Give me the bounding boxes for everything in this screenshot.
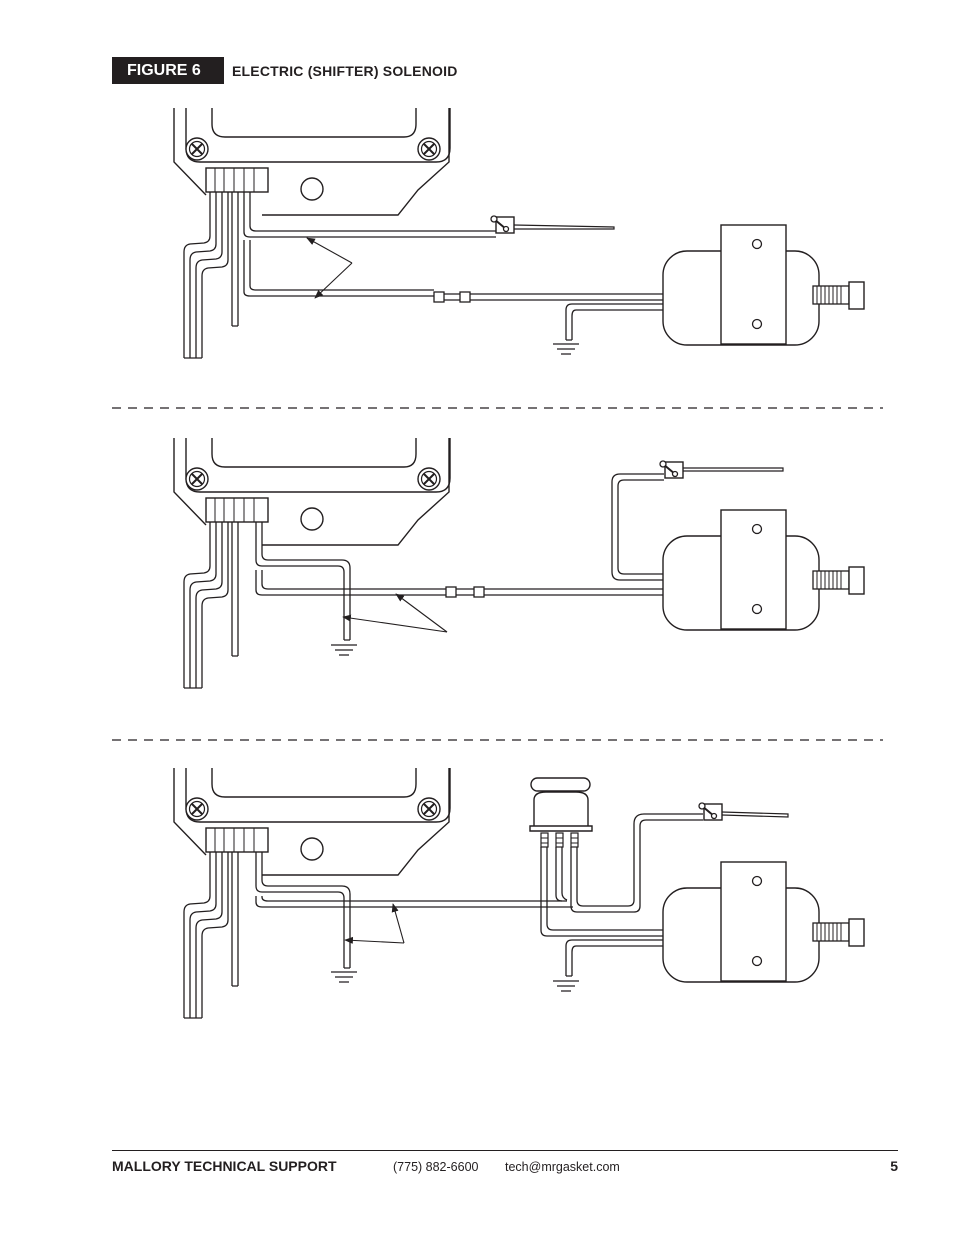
footer-email: tech@mrgasket.com [505, 1160, 620, 1174]
toggle-switch-icon [698, 802, 723, 821]
footer-phone: (775) 882-6600 [393, 1160, 479, 1174]
ground-symbol-icon [330, 644, 358, 656]
toggle-switch-icon [659, 460, 684, 479]
footer-rule [112, 1150, 898, 1151]
wiring-diagram-3 [173, 767, 865, 1019]
ground-symbol-icon [552, 343, 580, 355]
figure-label: FIGURE 6 [112, 57, 224, 84]
figure-title: ELECTRIC (SHIFTER) SOLENOID [232, 62, 458, 79]
footer: MALLORY TECHNICAL SUPPORT (775) 882-6600… [112, 1158, 898, 1178]
connector [433, 291, 445, 303]
footer-brand: MALLORY TECHNICAL SUPPORT [112, 1158, 337, 1174]
figure-header: FIGURE 6 ELECTRIC (SHIFTER) SOLENOID [112, 57, 458, 84]
wiring-diagram-2 [173, 437, 865, 689]
page-number: 5 [890, 1158, 898, 1174]
connector [445, 586, 457, 598]
wiring-diagram-1 [173, 107, 865, 359]
relay-icon [529, 777, 593, 848]
shifter-solenoid [662, 509, 865, 631]
shifter-solenoid [662, 861, 865, 983]
shifter-solenoid [662, 224, 865, 346]
ignition-box [173, 437, 451, 689]
ignition-box [173, 767, 451, 1019]
ignition-box [173, 107, 451, 359]
ground-symbol-icon [552, 980, 580, 992]
ground-symbol-icon [330, 971, 358, 983]
